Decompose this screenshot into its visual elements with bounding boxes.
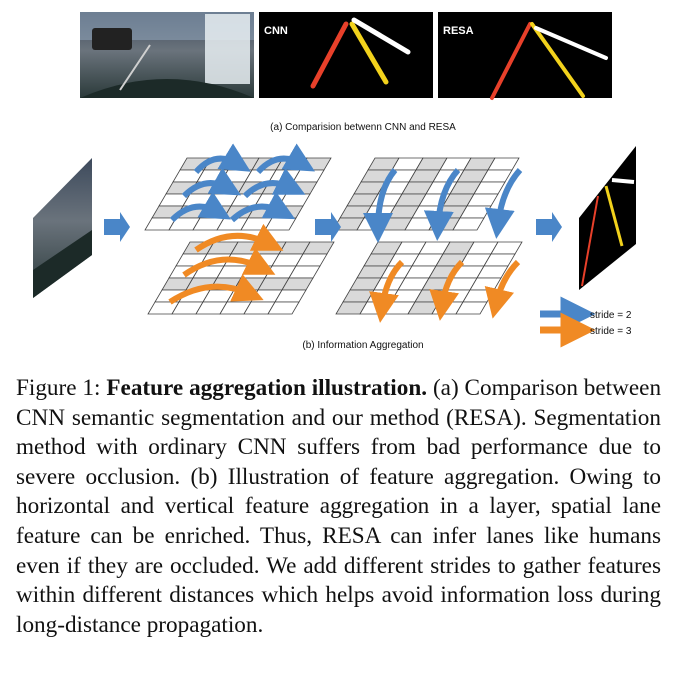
figure-illustration: CNN RESA (a) Comparision betwenn CNN and… <box>33 12 636 351</box>
resa-output: RESA <box>438 12 612 100</box>
legend-stride3-label: stride = 3 <box>590 326 632 337</box>
figure-caption: Figure 1: Feature aggregation illustrati… <box>16 374 661 640</box>
output-lane-map <box>579 146 636 290</box>
legend-stride3: stride = 3 <box>540 312 632 348</box>
caption-title: Feature aggregation illustration. <box>106 375 428 401</box>
caption-body: (a) Comparison between CNN semantic segm… <box>16 375 662 638</box>
flow-arrow-3 <box>536 212 562 242</box>
panel-b-caption: (b) Information Aggregation <box>302 340 423 351</box>
flow-arrow-1 <box>104 212 130 242</box>
grid-cell <box>452 217 485 231</box>
horizontal-stride2-arrows <box>169 143 315 223</box>
cnn-output: CNN <box>259 12 433 98</box>
caption-label: Figure 1: <box>16 375 101 401</box>
resa-label: RESA <box>443 25 474 37</box>
grid-cell <box>267 301 300 315</box>
flow-arrow-2 <box>315 212 341 242</box>
panel-a-caption: (a) Comparision betwenn CNN and RESA <box>270 122 456 133</box>
legend: stride = 2 stride = 3 <box>540 296 632 348</box>
road-photo <box>80 12 254 98</box>
legend-stride2: stride = 2 <box>540 296 632 332</box>
cnn-label: CNN <box>264 25 288 37</box>
legend-stride2-label: stride = 2 <box>590 310 632 321</box>
vertical-stride2-arrows <box>363 167 523 243</box>
grid-horizontal-stride3 <box>147 241 335 315</box>
vertical-stride3-arrows <box>369 259 521 323</box>
input-image <box>33 158 92 298</box>
horizontal-stride3-arrows <box>168 223 284 305</box>
grid-vertical-stride2 <box>332 157 520 231</box>
